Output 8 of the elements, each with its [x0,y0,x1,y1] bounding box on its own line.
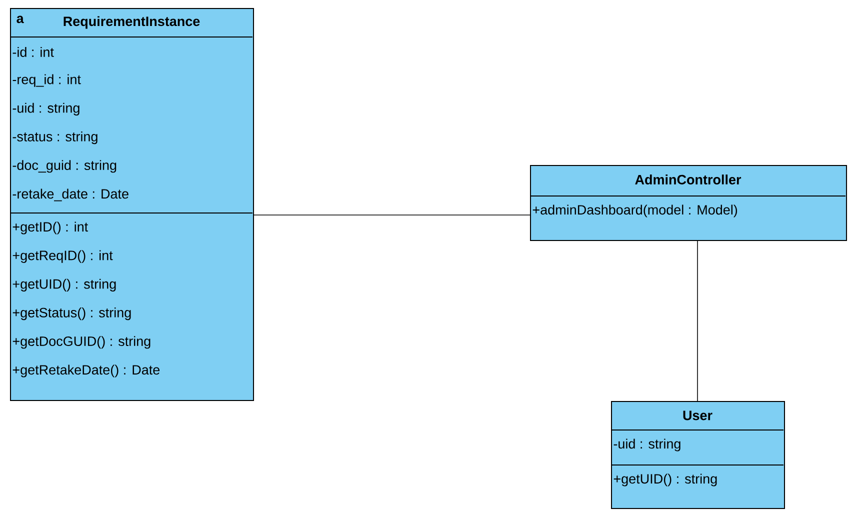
operation-compartment: +adminDashboard(model : Model) [530,195,846,218]
attribute-compartment: -id : int -req_id : int -uid : string -status : string -doc_guid : string -retake_date : Date [10,36,253,202]
operation-compartment: +getUID() : string [611,464,784,486]
association-line [697,240,698,402]
association-line [254,214,530,216]
stray-letter: a [16,16,24,24]
attribute-compartment: -uid : string [611,429,784,452]
operation-compartment: +getID() : int +getReqID() : int +getUID() : string +getStatus() : string +getDocGUID() : string +getRetakeDate() : Date [10,212,253,378]
